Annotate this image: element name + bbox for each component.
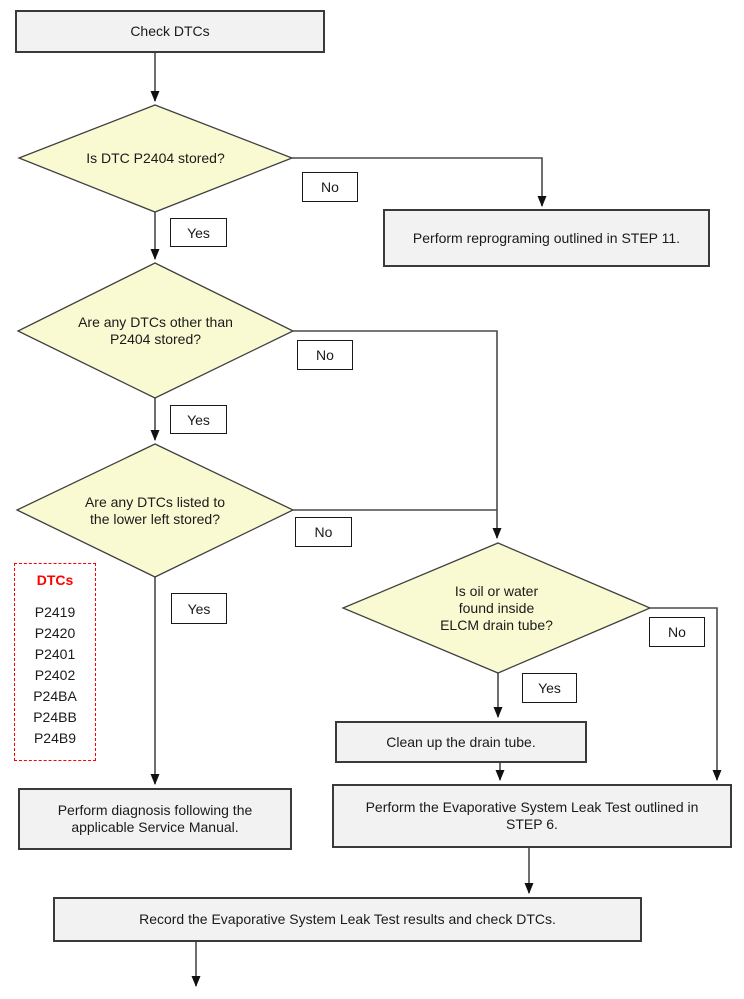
dtc-list-title: DTCs — [36, 572, 74, 588]
decision1-diamond — [17, 104, 294, 213]
start-box: Check DTCs — [15, 10, 325, 53]
dtc-code: P24BB — [33, 709, 77, 725]
dtc-code: P24BA — [33, 688, 77, 704]
step11-box: Perform reprograming outlined in STEP 11… — [383, 209, 710, 267]
dtc-code: P24B9 — [33, 730, 77, 746]
decision3-diamond — [15, 443, 295, 578]
diagnosis-box: Perform diagnosis following the applicab… — [18, 788, 292, 850]
clean-drain-tube-box: Clean up the drain tube. — [335, 721, 587, 763]
connector-decision4-no-to-step6 — [650, 607, 722, 781]
decision2-no-label: No — [297, 340, 353, 370]
decision2-yes-label: Yes — [170, 405, 227, 434]
dtc-code: P2420 — [34, 625, 76, 641]
dtc-list-box: DTCs P2419 P2420 P2401 P2402 P24BA P24BB… — [14, 563, 96, 761]
decision1-no-label: No — [302, 172, 358, 202]
decision4-yes-label: Yes — [522, 673, 577, 703]
decision3-yes-label: Yes — [171, 593, 227, 624]
decision4-diamond — [341, 542, 652, 674]
connector-decision2-no-to-decision4 — [293, 330, 502, 539]
dtc-code: P2401 — [34, 646, 76, 662]
connector-decision1-no-to-step11 — [292, 157, 547, 207]
decision1-yes-label: Yes — [170, 218, 227, 247]
decision4-no-label: No — [649, 617, 705, 647]
record-results-box: Record the Evaporative System Leak Test … — [53, 897, 642, 942]
dtc-code: P2402 — [34, 667, 76, 683]
decision2-diamond — [16, 262, 295, 399]
dtc-code-list: P2419 P2420 P2401 P2402 P24BA P24BB P24B… — [15, 602, 95, 749]
dtc-code: P2419 — [34, 604, 76, 620]
step6-box: Perform the Evaporative System Leak Test… — [332, 784, 732, 848]
decision3-no-label: No — [295, 517, 352, 547]
